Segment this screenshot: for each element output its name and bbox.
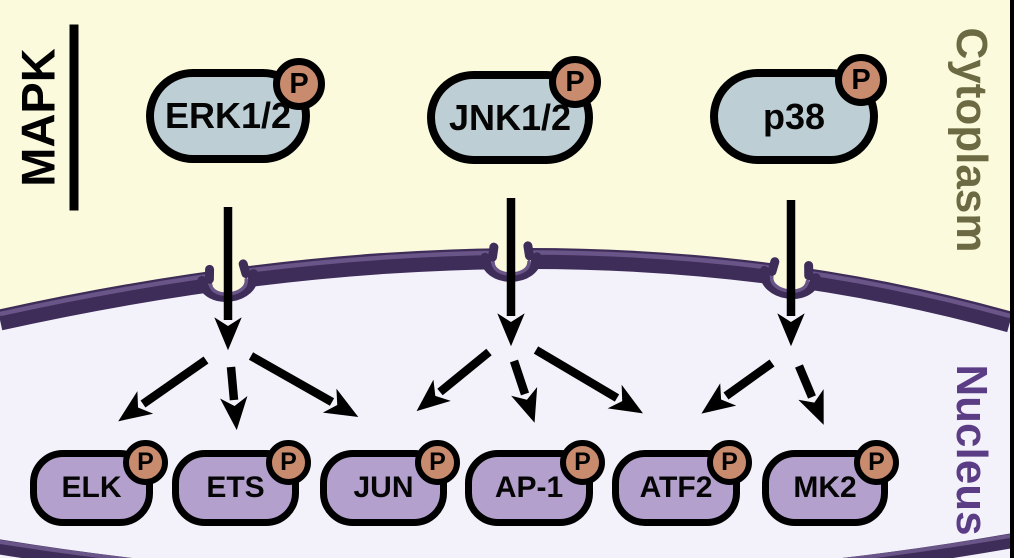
arrow-p38-to-mk2: [795, 364, 824, 425]
phospho-badge-erk12: P: [273, 58, 325, 110]
arrow-erk12-to-jun: [248, 352, 359, 417]
node-atf2-label: ATF2: [639, 471, 713, 504]
node-jun: JUN: [320, 450, 447, 526]
node-p38-label: p38: [762, 95, 826, 137]
arrow-jnk12-to-jun: [416, 348, 492, 412]
phospho-p-icon: P: [565, 65, 585, 98]
pathway-title-text: MAPK: [11, 48, 64, 187]
node-jun-label: JUN: [353, 471, 414, 504]
phospho-p-icon: P: [851, 63, 871, 96]
node-erk12-label: ERK1/2: [164, 95, 292, 136]
arrow-erk12-to-ets: [220, 366, 248, 431]
phospho-p-icon: P: [289, 67, 309, 100]
phospho-badge-jnk12: P: [549, 56, 601, 108]
node-ap1-label: AP-1: [494, 471, 564, 504]
node-mk2: MK2: [762, 450, 888, 526]
frame-border-line: [1010, 0, 1014, 558]
phospho-badge-ap1: P: [560, 440, 605, 485]
phospho-badge-ets: P: [266, 440, 311, 485]
phospho-p-icon: P: [429, 448, 446, 476]
phospho-badge-elk: P: [123, 440, 168, 485]
cytoplasm-label: Cytoplasm: [947, 27, 996, 253]
phospho-p-icon: P: [721, 448, 738, 476]
arrow-jnk12-to-ap1: [509, 359, 538, 423]
node-elk-label: ELK: [61, 471, 122, 504]
node-mk2-label: MK2: [793, 471, 857, 504]
phospho-badge-p38: P: [835, 54, 887, 106]
phospho-p-icon: P: [137, 448, 154, 476]
phospho-p-icon: P: [868, 448, 885, 476]
node-jnk12-label: JNK1/2: [448, 96, 572, 138]
pathway-title: MAPK: [5, 24, 79, 211]
nucleus-label: Nucleus: [947, 364, 996, 536]
phospho-p-icon: P: [280, 448, 297, 476]
phospho-badge-jun: P: [415, 440, 460, 485]
phospho-badge-atf2: P: [707, 440, 752, 485]
arrow-jnk12-to-atf2: [533, 346, 644, 414]
nuclear-envelope-bottom-stripe: [0, 533, 1010, 558]
node-ets-label: ETS: [206, 471, 265, 504]
arrow-erk12-to-elk: [118, 356, 209, 422]
phospho-p-icon: P: [574, 448, 591, 476]
phospho-badge-mk2: P: [854, 440, 899, 485]
arrow-p38-to-atf2: [701, 359, 775, 414]
